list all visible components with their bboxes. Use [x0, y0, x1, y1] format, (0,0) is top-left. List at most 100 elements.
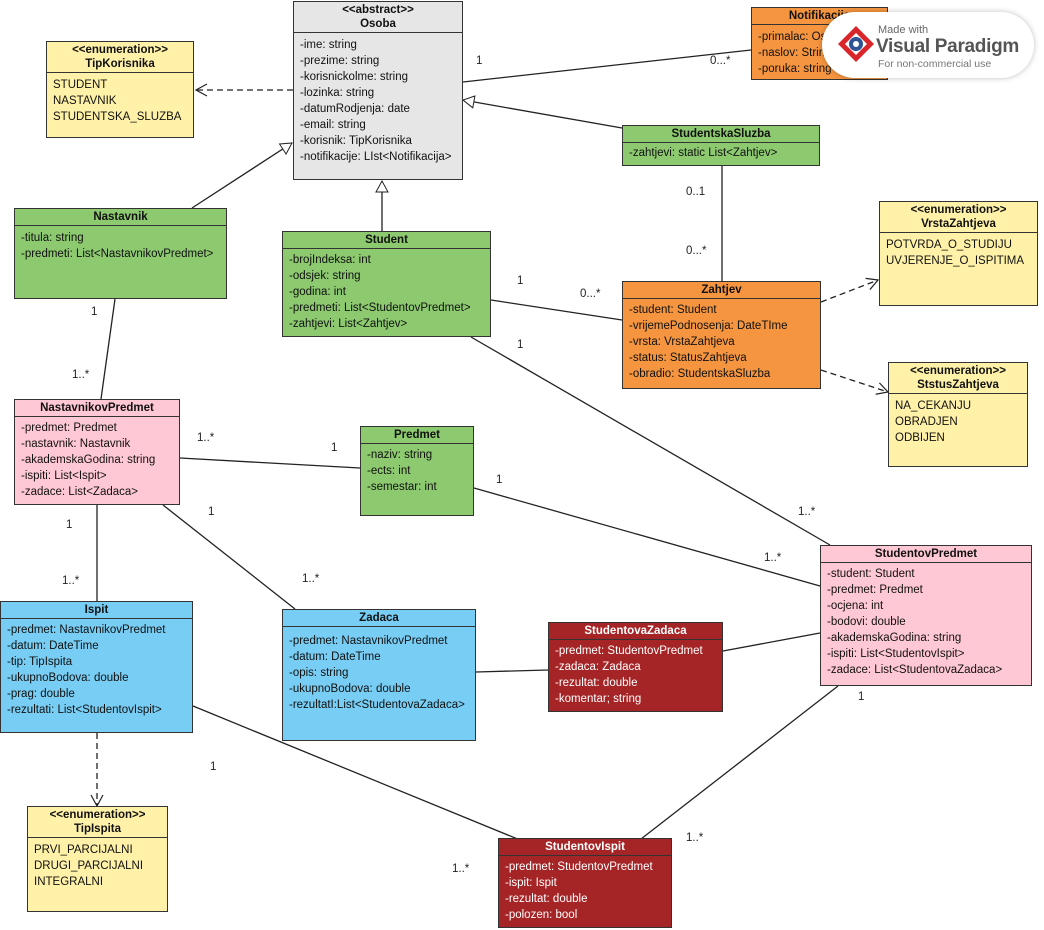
- field: -ocjena: int: [827, 600, 884, 612]
- class-header: NastavnikovPredmet: [15, 400, 179, 417]
- assoc-studentovpredmet-studentovispit: [640, 685, 839, 840]
- class-nastavnik: Nastavnik -titula: string -predmeti: Lis…: [14, 208, 227, 299]
- field: -godina: int: [289, 286, 346, 298]
- field: -vrijemePodnosenja: DateTIme: [629, 320, 788, 332]
- multiplicity-label: 1..*: [452, 863, 470, 875]
- multiplicity-label: 0...*: [580, 288, 601, 300]
- field: -polozen: bool: [505, 909, 578, 921]
- field: -semestar: int: [367, 481, 437, 493]
- class-header: Nastavnik: [15, 209, 226, 226]
- class-ispit: Ispit -predmet: NastavnikovPredmet -datu…: [0, 601, 193, 733]
- watermark-line1: Made with: [878, 24, 929, 36]
- enum-literal: DRUGI_PARCIJALNI: [34, 860, 144, 872]
- multiplicity-label: 1: [517, 275, 524, 287]
- dep-zahtjev-status: [820, 369, 890, 395]
- watermark-line3: For non-commercial use: [878, 58, 992, 70]
- multiplicity-label: 1..*: [798, 506, 816, 518]
- multiplicity-label: 1: [476, 55, 483, 67]
- class-header: <<abstract>>Osoba: [294, 2, 462, 33]
- class-header: Zahtjev: [623, 282, 820, 299]
- field: -datum: DateTime: [7, 640, 99, 652]
- enum-literal: UVJERENJE_O_ISPITIMA: [886, 255, 1025, 267]
- assoc-ispit-studentovispit: [192, 705, 521, 841]
- field: -rezultat: double: [555, 677, 638, 689]
- class-header: Predmet: [361, 427, 473, 444]
- field: -ects: int: [367, 465, 411, 477]
- class-zadaca: Zadaca -predmet: NastavnikovPredmet -dat…: [282, 609, 476, 741]
- field: -ispit: Ispit: [505, 877, 557, 889]
- visual-paradigm-logo-icon: [838, 26, 874, 62]
- multiplicity-label: 1: [517, 339, 524, 351]
- field: -zadace: List<Zadaca>: [21, 486, 138, 498]
- field: -brojIndeksa: int: [289, 254, 371, 266]
- multiplicity-label: 0..1: [686, 186, 706, 198]
- field: -naslov: String: [758, 47, 832, 59]
- field: -akademskaGodina: string: [21, 454, 156, 466]
- field: -nastavnik: Nastavnik: [21, 438, 131, 450]
- field: -komentar; string: [555, 693, 642, 705]
- class-student: Student -brojIndeksa: int -odsjek: strin…: [282, 231, 491, 337]
- field: -tip: TipIspita: [7, 656, 73, 668]
- assoc-nastavnikovpredmet-predmet: [179, 457, 361, 469]
- enum-statuszahtjeva: <<enumeration>>StstusZahtjeva NA_CEKANJU…: [888, 362, 1028, 467]
- field: -ispiti: List<Ispit>: [21, 470, 107, 482]
- assoc-studentovazadaca-studentovpredmet: [722, 632, 821, 652]
- multiplicity-label: 1: [91, 306, 98, 318]
- field: -korisnik: TipKorisnika: [300, 135, 412, 147]
- field: -status: StatusZahtjeva: [629, 352, 747, 364]
- field: -rezultati: List<StudentovIspit>: [7, 704, 162, 716]
- class-header: <<enumeration>>VrstaZahtjeva: [880, 202, 1037, 233]
- class-header: StudentskaSluzba: [623, 126, 819, 143]
- class-header: StudentovIspit: [499, 839, 671, 856]
- enum-literal: POTVRDA_O_STUDIJU: [886, 239, 1012, 251]
- inherit-nastavnik-osoba: [191, 142, 293, 209]
- enum-vrstazahtjeva: <<enumeration>>VrstaZahtjeva POTVRDA_O_S…: [879, 201, 1038, 306]
- assoc-nastavnikovpredmet-zadaca: [162, 504, 296, 610]
- field: -ukupnoBodova: double: [7, 672, 129, 684]
- field: -datum: DateTime: [289, 651, 381, 663]
- assoc-student-studentovpredmet: [470, 336, 831, 546]
- field: -student: Student: [827, 568, 915, 580]
- field: -predmet: StudentovPredmet: [505, 861, 653, 873]
- field: -zahtjevi: List<Zahtjev>: [289, 318, 408, 330]
- class-header: <<enumeration>>StstusZahtjeva: [889, 363, 1027, 394]
- field: -ime: string: [300, 39, 357, 51]
- assoc-osoba-notifikacija: [462, 49, 752, 83]
- multiplicity-label: 1: [496, 474, 503, 486]
- field: -datumRodjenja: date: [300, 103, 410, 115]
- enum-literal: NASTAVNIK: [53, 95, 117, 107]
- class-studentovispit: StudentovIspit -predmet: StudentovPredme…: [498, 838, 672, 928]
- inherit-sluzba-osoba: [461, 95, 623, 129]
- class-header: Student: [283, 232, 490, 249]
- field: -predmet: Predmet: [21, 422, 117, 434]
- field: -odsjek: string: [289, 270, 361, 282]
- field: -prag: double: [7, 688, 75, 700]
- field: -poruka: string: [758, 63, 832, 75]
- enum-literal: INTEGRALNI: [34, 876, 104, 888]
- field: -predmet: NastavnikovPredmet: [7, 624, 166, 636]
- enum-literal: PRVI_PARCIJALNI: [34, 844, 133, 856]
- enum-tipispita: <<enumeration>>TipIspita PRVI_PARCIJALNI…: [27, 806, 168, 912]
- field: -vrsta: VrstaZahtjeva: [629, 336, 735, 348]
- field: -obradio: StudentskaSluzba: [629, 368, 771, 380]
- field: -predmeti: List<StudentovPredmet>: [289, 302, 471, 314]
- field: -zadace: List<StudentovaZadaca>: [827, 664, 1003, 676]
- enum-literal: NA_CEKANJU: [895, 400, 972, 412]
- field: -predmet: Predmet: [827, 584, 923, 596]
- class-zahtjev: Zahtjev -student: Student -vrijemePodnos…: [622, 281, 821, 389]
- field: -zadaca: Zadaca: [555, 661, 641, 673]
- class-osoba: <<abstract>>Osoba -ime: string -prezime:…: [293, 1, 463, 180]
- enum-literal: OBRADJEN: [895, 416, 958, 428]
- visual-paradigm-watermark: Made with Visual Paradigm For non-commer…: [822, 12, 1034, 78]
- field: -titula: string: [21, 232, 84, 244]
- field: -korisnickolme: string: [300, 71, 408, 83]
- field: -prezime: string: [300, 55, 380, 67]
- assoc-student-zahtjev: [490, 299, 623, 321]
- multiplicity-label: 1..*: [302, 573, 320, 585]
- field: -rezultat: double: [505, 893, 588, 905]
- multiplicity-label: 0...*: [686, 245, 707, 257]
- class-studentskasluzba: StudentskaSluzba -zahtjevi: static List<…: [622, 125, 820, 166]
- field: -opis: string: [289, 667, 349, 679]
- field: -predmet: StudentovPredmet: [555, 645, 703, 657]
